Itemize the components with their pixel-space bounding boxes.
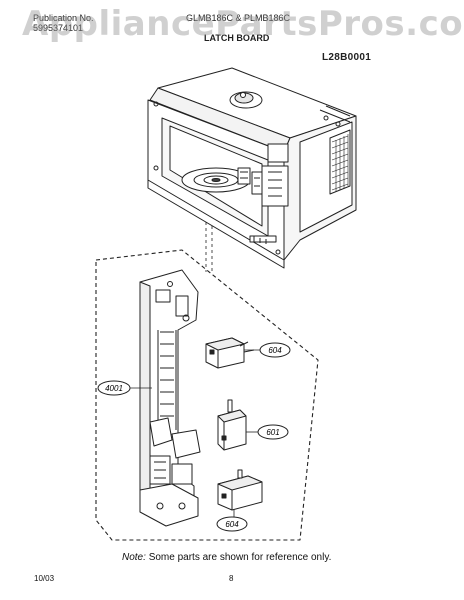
section-title: LATCH BOARD — [204, 33, 270, 43]
callout-label: 4001 — [105, 384, 123, 393]
page-number: 8 — [229, 574, 234, 583]
watermark: AppliancePartsPros.com — [22, 4, 464, 44]
microwave-cabinet-illustration — [147, 67, 357, 269]
note-label: Note: — [122, 552, 146, 563]
latch-board-illustration — [139, 269, 201, 527]
note-text: Some parts are shown for reference only. — [148, 552, 332, 563]
callout-604-lower: 604 — [216, 516, 248, 532]
diagram-code: L28B0001 — [322, 52, 372, 63]
publication-label: Publication No. — [33, 13, 94, 23]
leader-lines — [205, 222, 213, 274]
latch-board-boundary — [95, 249, 319, 541]
callout-4001: 4001 — [97, 380, 131, 396]
callout-604-upper: 604 — [259, 342, 291, 358]
callout-label: 604 — [225, 520, 239, 529]
footer-date: 10/03 — [34, 574, 55, 583]
callout-601: 601 — [257, 424, 289, 440]
micro-switch-upper — [205, 337, 262, 369]
callout-label: 604 — [268, 346, 282, 355]
reference-note: Note: Some parts are shown for reference… — [122, 552, 331, 563]
callout-label: 601 — [266, 428, 279, 437]
micro-switch-middle — [217, 399, 262, 451]
model-title: GLMB186C & PLMB186C — [186, 13, 291, 23]
publication-number: 5995374101 — [33, 23, 84, 33]
micro-switch-lower — [217, 469, 263, 518]
